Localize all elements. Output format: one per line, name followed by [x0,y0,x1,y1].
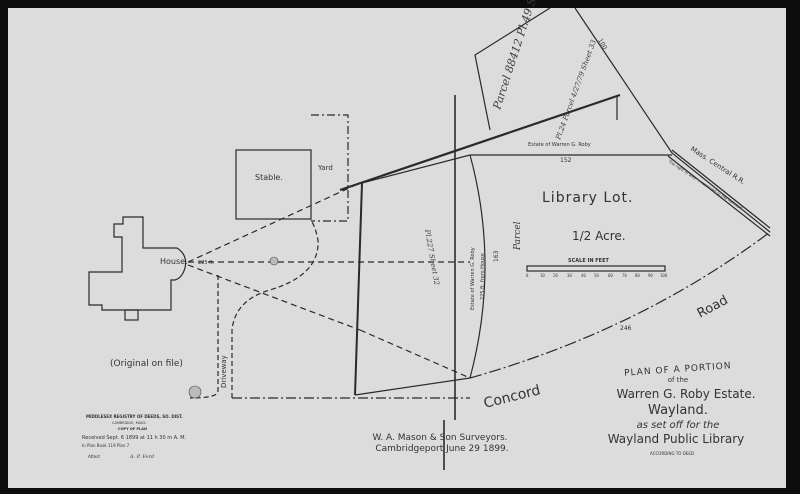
lot-west-line [354,182,363,396]
svg-text:CAMBRIDGE, MASS.: CAMBRIDGE, MASS. [112,421,147,425]
svg-text:20: 20 [553,273,558,278]
svg-text:60: 60 [608,273,613,278]
registry-signature: A. P. Ford [129,454,154,460]
surveyor-place-date: Cambridgeport June 29 1899. [375,444,508,454]
original-on-file: (Original on file) [110,359,183,369]
title-line-7: ACCORDING TO DEED [650,451,694,456]
scale-bar [526,265,666,272]
svg-text:Attest: Attest [88,454,100,459]
dimension-100: 100 [596,38,608,52]
estate-line [339,93,621,192]
title-line-2: of the [668,376,688,384]
plan-note-3: Parcel [513,221,523,251]
title-line-4: Wayland. [648,403,708,418]
house-outline [88,216,187,311]
svg-text:0: 0 [526,273,529,278]
scale-title: SCALE IN FEET [568,258,610,264]
railroad-line [574,7,771,237]
yard-label: Yard [317,164,333,172]
yard-outline [311,114,349,222]
plan-note-2: Pl.227 Sheet 32 [423,228,441,286]
from-house-label: 225 ft. from House [480,253,486,300]
svg-text:30: 30 [567,273,572,278]
dimension-246: 246 [620,325,632,332]
svg-text:MIDDLESEX REGISTRY OF DEEDS, S: MIDDLESEX REGISTRY OF DEEDS, SO. DIST. [86,414,183,419]
estate-top-label: Estate of Warren G. Roby [528,142,591,148]
driveway [189,218,319,399]
dimension-163: 163 [493,250,500,262]
stable-label: Stable. [255,173,283,182]
svg-text:In Plan Book 119 Plan 7: In Plan Book 119 Plan 7 [82,443,130,448]
stable-outline [235,149,312,220]
title-line-6: Wayland Public Library [608,432,745,446]
area-label: 1/2 Acre. [572,229,626,243]
svg-text:50: 50 [594,273,599,278]
plan-note: Pl.24 Parcel 4/27/79 Sheet 33 [554,38,598,141]
right-of-way-note: The right of way ... reserved to the Rai… [667,158,744,211]
road-label-road: Road [695,293,731,322]
title-line-5: as set off for the [637,420,720,431]
svg-text:10: 10 [540,273,545,278]
estate-curve [469,154,486,379]
svg-text:70: 70 [622,273,627,278]
title-line-3: Warren G. Roby Estate. [616,387,755,401]
library-lot-label: Library Lot. [542,190,633,206]
svg-text:40: 40 [581,273,586,278]
title-block: PLAN OF A PORTION of the Warren G. Roby … [608,361,756,456]
road-line [469,231,771,379]
parcel-note: Parcel 88412 Pl.49 Sheet 40 [490,0,552,112]
surveyor-name: W. A. Mason & Son Surveyors. [372,433,507,443]
house-label: House. [160,257,188,266]
surveyor-block: W. A. Mason & Son Surveyors. Cambridgepo… [372,433,508,454]
parcel-outline [474,7,618,131]
svg-text:100: 100 [660,273,668,278]
registry-stamp: MIDDLESEX REGISTRY OF DEEDS, SO. DIST. C… [82,414,187,460]
svg-text:Received Sept. 6 1899 at 11 h: Received Sept. 6 1899 at 11 h 30 m A. M. [82,435,187,441]
plan-paper [8,8,786,488]
scale-ticks: 0 10 20 30 40 50 60 70 80 90 100 [526,273,668,278]
dimension-152: 152 [560,157,572,164]
house-distance: 225 ft. [198,260,215,266]
svg-text:90: 90 [648,273,653,278]
estate-side-label: Estate of Warren G. Roby [470,247,476,310]
svg-text:80: 80 [635,273,640,278]
driveway-label: Driveway [220,355,228,388]
svg-text:COPY OF PLAN: COPY OF PLAN [118,427,147,431]
road-label-concord: Concord [482,382,542,412]
